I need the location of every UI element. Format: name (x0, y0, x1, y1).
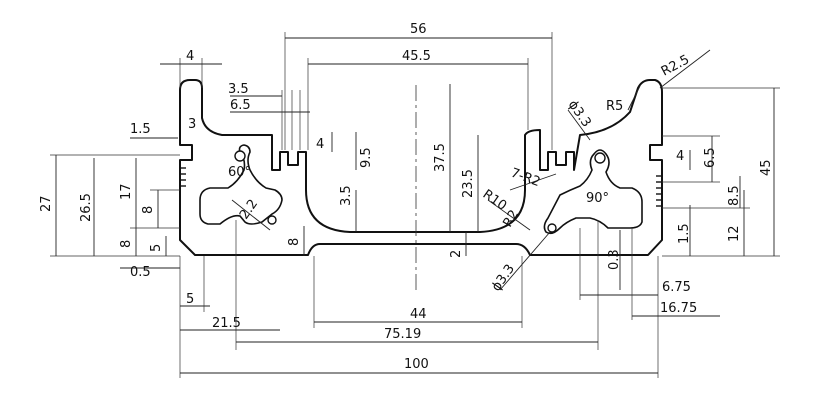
dim-45-5: 45.5 (402, 49, 431, 64)
dim-3-5-top: 3.5 (228, 82, 249, 97)
dim-4-top: 4 (186, 49, 194, 64)
dim-6-75: 6.75 (662, 280, 691, 295)
profile-outline (179, 79, 663, 256)
dim-21-5: 21.5 (212, 316, 241, 331)
dim-3-left: 3 (188, 117, 196, 132)
dim-6-5-right: 6.5 (703, 147, 718, 168)
dim-27: 27 (39, 195, 54, 212)
dim-23-5: 23.5 (461, 169, 476, 198)
dim-phi3-3-top: ϕ3.3 (565, 98, 594, 131)
dim-r2: R2 (500, 208, 522, 230)
dim-9-5: 9.5 (359, 147, 374, 168)
dim-0-3: 0.3 (607, 249, 622, 270)
dim-8-low: 8 (119, 240, 134, 248)
dim-56: 56 (410, 22, 427, 37)
dim-r5: R5 (606, 99, 623, 114)
dim-phi3-3-bot: ϕ3.3 (489, 262, 518, 295)
dim-37-5: 37.5 (433, 143, 448, 172)
dim-6-5-top: 6.5 (230, 98, 251, 113)
dim-r2-5: R2.5 (659, 52, 692, 79)
dim-16-75: 16.75 (660, 301, 697, 316)
dim-5-bottom: 5 (186, 292, 194, 307)
dim-1-5-left: 1.5 (130, 122, 151, 137)
dim-45: 45 (759, 159, 774, 176)
dim-8-5: 8.5 (727, 185, 742, 206)
dim-1-5-right: 1.5 (677, 223, 692, 244)
dim-60: 60° (228, 165, 251, 180)
dim-8-center: 8 (287, 238, 302, 246)
dim-3-5-mid: 3.5 (339, 185, 354, 206)
dim-2-center: 2 (449, 250, 464, 258)
dim-90: 90° (586, 191, 609, 206)
dim-8-left: 8 (141, 206, 156, 214)
dim-r10: R10 (480, 187, 510, 214)
dim-12: 12 (727, 225, 742, 242)
dim-4-right: 4 (676, 149, 684, 164)
dimension-labels: 56 45.5 4 3.5 6.5 1.5 3 4 9.5 3.5 37.5 2… (39, 22, 774, 372)
dim-44: 44 (410, 307, 427, 322)
dim-17: 17 (119, 183, 134, 200)
dimension-lines (50, 32, 780, 378)
dim-26-5: 26.5 (79, 193, 94, 222)
dim-100: 100 (404, 357, 429, 372)
dim-0-5: 0.5 (130, 265, 151, 280)
dim-5-left: 5 (149, 244, 164, 252)
dim-75-19: 75.19 (384, 327, 421, 342)
dim-4-slot: 4 (316, 137, 324, 152)
